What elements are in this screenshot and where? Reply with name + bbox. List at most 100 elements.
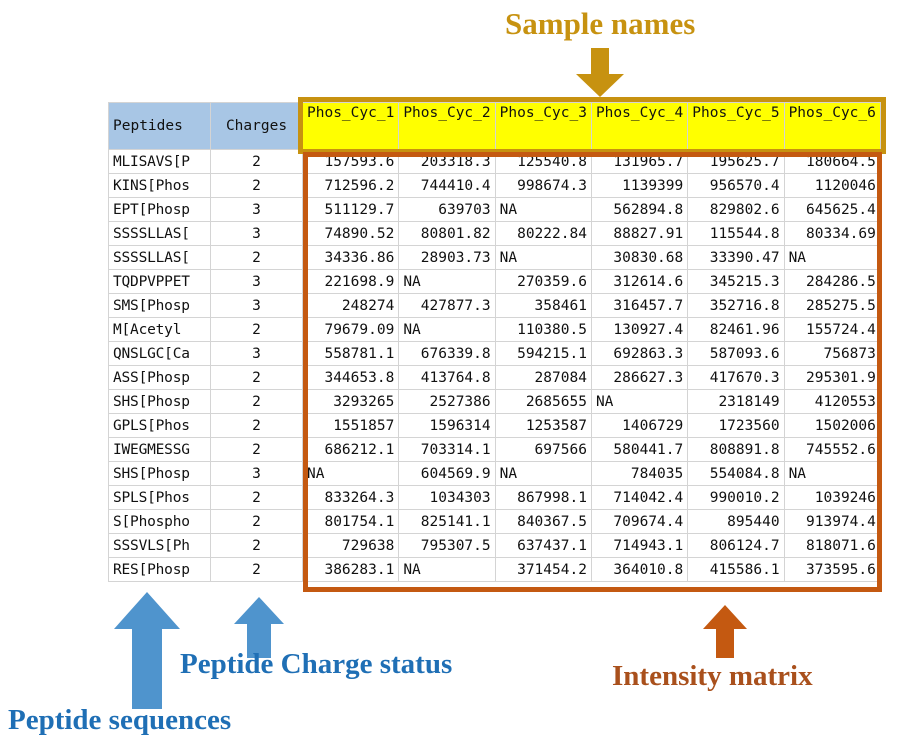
intensity-cell[interactable]: 697566 (494, 437, 592, 462)
intensity-cell[interactable]: 895440 (687, 509, 785, 534)
peptide-sequence-cell[interactable]: S[Phospho (108, 509, 211, 534)
column-header-peptides[interactable]: Peptides (108, 102, 211, 150)
intensity-cell[interactable]: 712596.2 (301, 173, 400, 198)
intensity-cell[interactable]: 2318149 (687, 389, 785, 414)
intensity-cell[interactable]: 594215.1 (494, 341, 592, 366)
intensity-cell[interactable]: 1139399 (590, 173, 689, 198)
intensity-cell[interactable]: 80801.82 (398, 221, 496, 246)
intensity-cell[interactable]: 79679.09 (301, 317, 400, 342)
intensity-cell[interactable]: NA (398, 557, 496, 582)
peptide-charge-cell[interactable]: 2 (210, 437, 303, 462)
intensity-cell[interactable]: 130927.4 (590, 317, 689, 342)
peptide-charge-cell[interactable]: 2 (210, 317, 303, 342)
intensity-cell[interactable]: 285275.5 (783, 293, 881, 318)
intensity-cell[interactable]: 808891.8 (687, 437, 785, 462)
intensity-cell[interactable]: 1406729 (590, 413, 689, 438)
intensity-cell[interactable]: 295301.9 (783, 365, 881, 390)
peptide-sequence-cell[interactable]: SSSSLLAS[ (108, 221, 211, 246)
peptide-sequence-cell[interactable]: SMS[Phosp (108, 293, 211, 318)
intensity-cell[interactable]: 4120553 (783, 389, 881, 414)
intensity-cell[interactable]: 125540.8 (494, 149, 592, 174)
intensity-cell[interactable]: 2685655 (494, 389, 592, 414)
peptide-charge-cell[interactable]: 2 (210, 173, 303, 198)
peptide-charge-cell[interactable]: 3 (210, 269, 303, 294)
peptide-charge-cell[interactable]: 2 (210, 509, 303, 534)
intensity-cell[interactable]: 82461.96 (687, 317, 785, 342)
peptide-sequence-cell[interactable]: MLISAVS[P (108, 149, 211, 174)
intensity-cell[interactable]: 829802.6 (687, 197, 785, 222)
intensity-cell[interactable]: 558781.1 (301, 341, 400, 366)
intensity-cell[interactable]: 115544.8 (687, 221, 785, 246)
intensity-cell[interactable]: 692863.3 (590, 341, 689, 366)
intensity-cell[interactable]: 637437.1 (494, 533, 592, 558)
intensity-cell[interactable]: 284286.5 (783, 269, 881, 294)
peptide-sequence-cell[interactable]: M[Acetyl (108, 317, 211, 342)
intensity-cell[interactable]: 248274 (301, 293, 400, 318)
intensity-cell[interactable]: NA (398, 269, 496, 294)
intensity-cell[interactable]: 131965.7 (590, 149, 689, 174)
column-header-sample-4[interactable]: Phos_Cyc_4 (590, 102, 689, 150)
column-header-sample-6[interactable]: Phos_Cyc_6 (783, 102, 881, 150)
intensity-cell[interactable]: 511129.7 (301, 197, 400, 222)
intensity-cell[interactable]: 364010.8 (590, 557, 689, 582)
intensity-cell[interactable]: 801754.1 (301, 509, 400, 534)
intensity-cell[interactable]: 286627.3 (590, 365, 689, 390)
intensity-cell[interactable]: 80334.69 (783, 221, 881, 246)
intensity-cell[interactable]: 1502006 (783, 413, 881, 438)
intensity-cell[interactable]: 1034303 (398, 485, 496, 510)
intensity-cell[interactable]: 639703 (398, 197, 496, 222)
peptide-charge-cell[interactable]: 2 (210, 389, 303, 414)
intensity-cell[interactable]: NA (494, 197, 592, 222)
intensity-cell[interactable]: 818071.6 (783, 533, 881, 558)
intensity-cell[interactable]: 287084 (494, 365, 592, 390)
intensity-cell[interactable]: 427877.3 (398, 293, 496, 318)
intensity-cell[interactable]: 74890.52 (301, 221, 400, 246)
intensity-cell[interactable]: 28903.73 (398, 245, 496, 270)
intensity-cell[interactable]: 413764.8 (398, 365, 496, 390)
intensity-cell[interactable]: 1120046 (783, 173, 881, 198)
intensity-cell[interactable]: 221698.9 (301, 269, 400, 294)
peptide-sequence-cell[interactable]: EPT[Phosp (108, 197, 211, 222)
intensity-cell[interactable]: NA (783, 461, 881, 486)
intensity-cell[interactable]: NA (301, 461, 400, 486)
intensity-cell[interactable]: 554084.8 (687, 461, 785, 486)
intensity-cell[interactable]: 998674.3 (494, 173, 592, 198)
intensity-cell[interactable]: 714042.4 (590, 485, 689, 510)
intensity-cell[interactable]: 110380.5 (494, 317, 592, 342)
peptide-sequence-cell[interactable]: IWEGMESSG (108, 437, 211, 462)
peptide-sequence-cell[interactable]: SHS[Phosp (108, 461, 211, 486)
intensity-cell[interactable]: 33390.47 (687, 245, 785, 270)
peptide-sequence-cell[interactable]: SSSVLS[Ph (108, 533, 211, 558)
intensity-cell[interactable]: 1596314 (398, 413, 496, 438)
intensity-cell[interactable]: 358461 (494, 293, 592, 318)
intensity-cell[interactable]: 840367.5 (494, 509, 592, 534)
intensity-cell[interactable]: 2527386 (398, 389, 496, 414)
intensity-cell[interactable]: 729638 (301, 533, 400, 558)
intensity-cell[interactable]: 203318.3 (398, 149, 496, 174)
intensity-cell[interactable]: 155724.4 (783, 317, 881, 342)
intensity-cell[interactable]: 312614.6 (590, 269, 689, 294)
intensity-cell[interactable]: 562894.8 (590, 197, 689, 222)
intensity-cell[interactable]: NA (494, 461, 592, 486)
peptide-charge-cell[interactable]: 3 (210, 221, 303, 246)
peptide-charge-cell[interactable]: 2 (210, 533, 303, 558)
intensity-cell[interactable]: 415586.1 (687, 557, 785, 582)
peptide-charge-cell[interactable]: 2 (210, 413, 303, 438)
intensity-cell[interactable]: 386283.1 (301, 557, 400, 582)
intensity-cell[interactable]: 195625.7 (687, 149, 785, 174)
peptide-sequence-cell[interactable]: ASS[Phosp (108, 365, 211, 390)
intensity-cell[interactable]: 3293265 (301, 389, 400, 414)
